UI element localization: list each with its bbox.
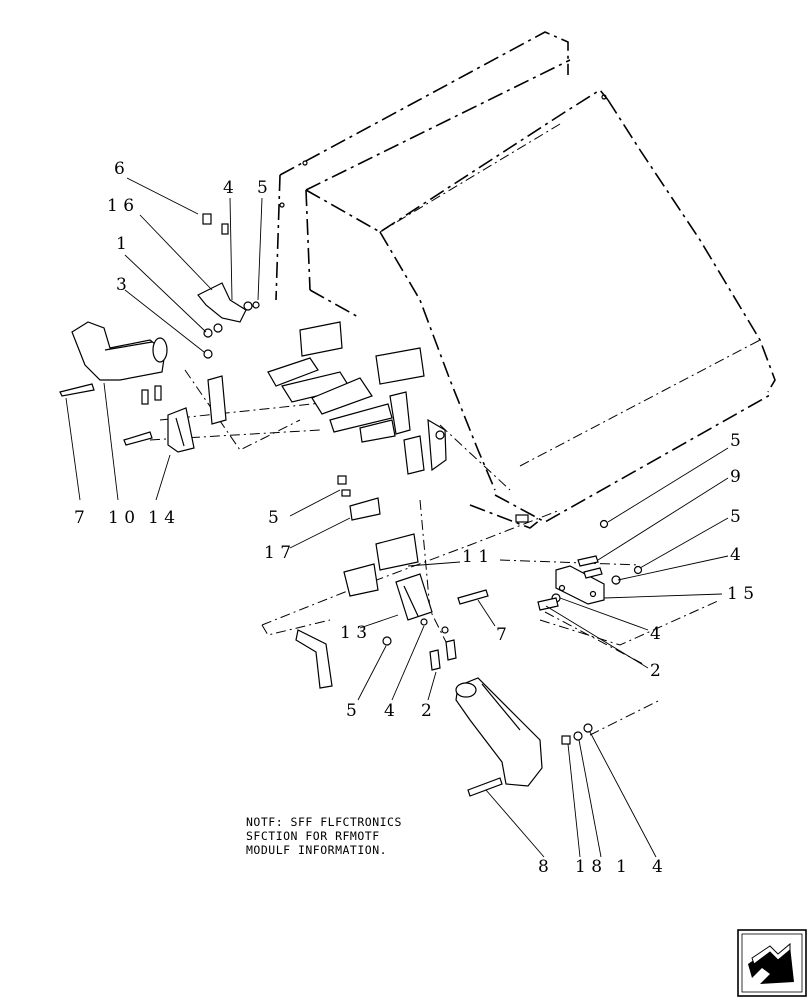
next-page-arrow-icon[interactable] (737, 929, 807, 997)
callout-15: 1 5 (727, 584, 754, 604)
right-lever-handle (455, 677, 543, 787)
callout-labels: 6 4 5 1 6 1 3 7 1 0 1 4 5 1 7 1 1 1 3 7 … (74, 159, 754, 877)
callout-14: 1 4 (148, 508, 175, 528)
callout-4: 4 (652, 857, 663, 877)
callout-7: 7 (496, 625, 507, 645)
callout-7: 7 (74, 508, 85, 528)
callout-4: 4 (730, 545, 741, 565)
callout-2: 2 (650, 661, 661, 681)
callout-4: 4 (384, 701, 395, 721)
callout-1: 1 (116, 234, 127, 254)
note-line-1: NOTF: SFF FLFCTRONICS (246, 815, 402, 829)
linkage-assembly (267, 321, 447, 475)
diagram-note: NOTF: SFF FLFCTRONICS SFCTION FOR RFMOTF… (246, 815, 402, 857)
lower-left-bracket (295, 629, 333, 689)
callout-18: 1 8 (575, 857, 602, 877)
callout-5: 5 (346, 701, 357, 721)
middle-clips (337, 475, 449, 634)
callout-13: 1 3 (340, 623, 367, 643)
left-hardware (59, 301, 260, 446)
callout-4: 4 (650, 624, 661, 644)
callout-11: 1 1 (462, 547, 489, 567)
lower-hardware (382, 589, 503, 797)
callout-4: 4 (223, 178, 234, 198)
callout-8: 8 (538, 857, 549, 877)
callout-17: 1 7 (264, 543, 291, 563)
callout-16: 1 6 (107, 196, 134, 216)
callout-6: 6 (114, 159, 125, 179)
callout-10: 1 0 (108, 508, 135, 528)
callout-9: 9 (730, 467, 741, 487)
note-line-3: MODULF INFORMATION. (246, 843, 387, 857)
left-lever-handle (71, 321, 168, 381)
housing-outline (275, 31, 776, 529)
callout-5: 5 (268, 508, 279, 528)
callout-3: 3 (116, 275, 127, 295)
left-mount-bracket (167, 375, 227, 453)
callout-1: 1 (616, 857, 627, 877)
callout-5: 5 (730, 431, 741, 451)
upper-bracket (197, 213, 247, 323)
callout-5: 5 (730, 507, 741, 527)
callout-2: 2 (421, 701, 432, 721)
right-hardware (537, 519, 643, 745)
note-line-2: SFCTION FOR RFMOTF (246, 829, 380, 843)
callout-5: 5 (257, 178, 268, 198)
leader-lines (65, 177, 729, 858)
